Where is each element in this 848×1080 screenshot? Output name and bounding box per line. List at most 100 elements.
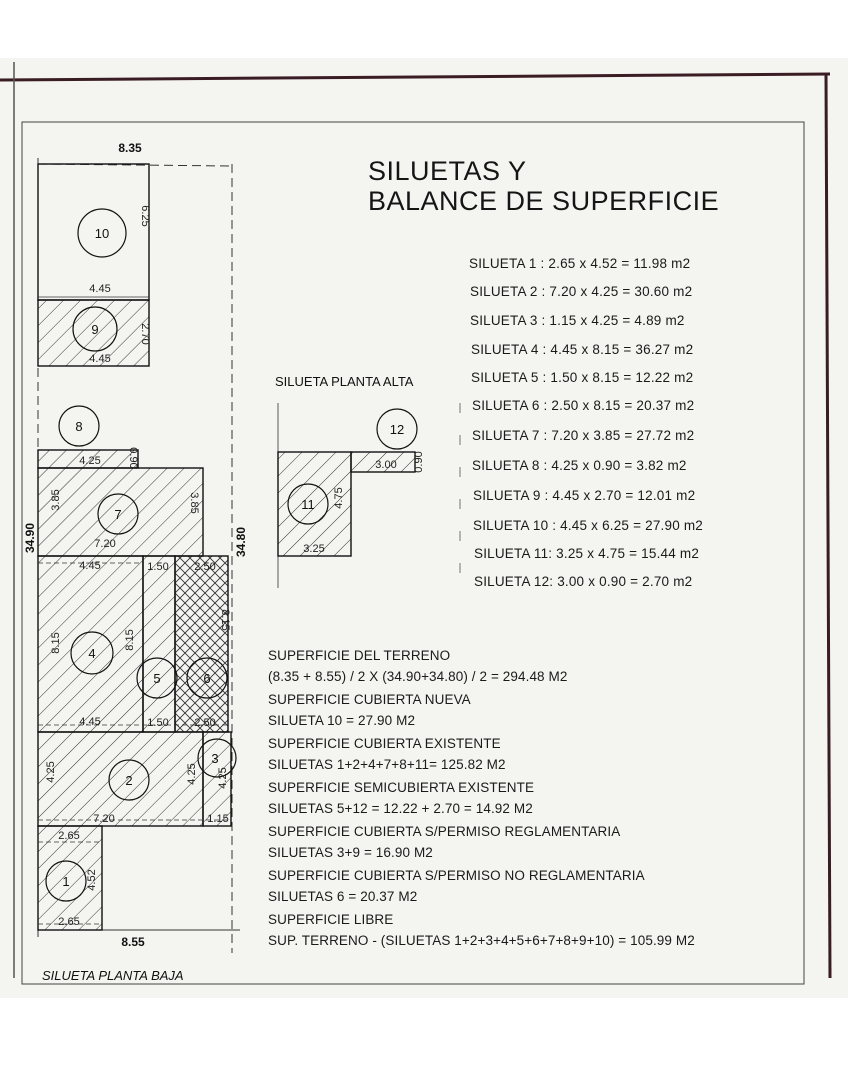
marker-1: 1 — [62, 874, 69, 889]
block-2 — [37, 731, 204, 827]
block-12 — [350, 451, 416, 473]
dim-4-h-l: 8.15 — [50, 632, 62, 653]
sheet-right-border — [824, 73, 832, 979]
summary-value-1: SILUETA 10 = 27.90 M2 — [268, 713, 416, 728]
dim-5-w-bot: 1.50 — [147, 717, 168, 729]
dim-1-w-bot: 2.65 — [58, 916, 79, 928]
lot-dim-top: 8.35 — [118, 141, 142, 155]
sheet-top-border — [0, 72, 831, 82]
lot-dim-left: 34.90 — [23, 523, 37, 553]
silhouette-row-12: SILUETA 12: 3.00 x 0.90 = 2.70 m2 — [474, 574, 693, 589]
dim-6-w-bot: 2.50 — [194, 717, 215, 729]
dim-11-h: 4.75 — [333, 487, 345, 508]
dim-2-w: 7.20 — [93, 813, 114, 825]
marker-5: 5 — [153, 671, 160, 686]
silhouette-row-11: SILUETA 11: 3.25 x 4.75 = 15.44 m2 — [474, 546, 700, 561]
marker-circle-3 — [197, 738, 237, 778]
dim-8-w: 4.25 — [79, 455, 100, 467]
marker-9: 9 — [91, 322, 98, 337]
marker-circle-5 — [136, 657, 178, 699]
marker-4: 4 — [88, 646, 95, 661]
summary-heading-1: SUPERFICIE CUBIERTA NUEVA — [268, 692, 471, 707]
dim-2-r: 4.25 — [186, 763, 198, 784]
marker-circle-10 — [77, 208, 127, 258]
marker-circle-9 — [72, 306, 118, 352]
marker-12: 12 — [390, 422, 404, 437]
dim-11-w: 3.25 — [303, 543, 324, 555]
plan-sheet: 10 9 8 7 4 5 6 2 3 1 11 12 8.35 8.55 34.… — [0, 58, 848, 998]
summary-value-3: SILUETAS 5+12 = 12.22 + 2.70 = 14.92 M2 — [268, 801, 533, 816]
dim-9-w: 4.45 — [89, 353, 110, 365]
marker-circle-12 — [376, 408, 418, 450]
upper-plan-label: SILUETA PLANTA ALTA — [275, 374, 414, 389]
summary-heading-6: SUPERFICIE LIBRE — [268, 912, 394, 927]
summary-value-4: SILUETAS 3+9 = 16.90 M2 — [268, 845, 433, 860]
dim-12-h: 0.90 — [413, 451, 425, 472]
dim-9-h: 2.70 — [139, 323, 151, 344]
dim-8-h: 0.90 — [127, 447, 139, 468]
block-5 — [142, 555, 176, 733]
dim-2-l: 4.25 — [45, 761, 57, 782]
title-line-2: BALANCE DE SUPERFICIE — [368, 186, 720, 216]
marker-11: 11 — [301, 497, 315, 512]
marker-circle-6 — [186, 657, 228, 699]
marker-7: 7 — [114, 507, 121, 522]
lot-dim-right: 34.80 — [234, 527, 248, 557]
dim-1-h: 4.52 — [86, 869, 98, 890]
silhouette-row-6: SILUETA 6 : 2.50 x 8.15 = 20.37 m2 — [472, 398, 695, 413]
dim-10-h: 6.25 — [139, 205, 151, 226]
title-line-1: SILUETAS Y — [368, 156, 527, 186]
dim-6-h: 8.15 — [219, 609, 231, 630]
summary-value-2: SILUETAS 1+2+4+7+8+11= 125.82 M2 — [268, 757, 506, 772]
summary-heading-2: SUPERFICIE CUBIERTA EXISTENTE — [268, 736, 501, 751]
summary-heading-0: SUPERFICIE DEL TERRENO — [268, 648, 451, 663]
dim-7-w: 7.20 — [94, 538, 115, 550]
silhouette-row-7: SILUETA 7 : 7.20 x 3.85 = 27.72 m2 — [472, 428, 695, 443]
silhouette-row-1: SILUETA 1 : 2.65 x 4.52 = 11.98 m2 — [469, 256, 691, 271]
dim-4-w-top: 4.45 — [79, 560, 100, 572]
silhouette-row-5: SILUETA 5 : 1.50 x 8.15 = 12.22 m2 — [471, 370, 694, 385]
silhouette-row-8: SILUETA 8 : 4.25 x 0.90 = 3.82 m2 — [472, 458, 687, 473]
dim-3-h: 4.25 — [217, 767, 229, 788]
dim-5-w-top: 1.50 — [147, 561, 168, 573]
block-9 — [37, 299, 150, 367]
dim-6-w-top: 2.50 — [194, 561, 215, 573]
lower-plan-label: SILUETA PLANTA BAJA — [42, 968, 184, 983]
dim-4-h-r: 8.15 — [124, 629, 136, 650]
block-11 — [277, 451, 352, 557]
marker-circle-4 — [70, 631, 114, 675]
silhouette-row-3: SILUETA 3 : 1.15 x 4.25 = 4.89 m2 — [470, 313, 685, 328]
block-1 — [37, 825, 103, 931]
lot-dim-bottom: 8.55 — [121, 935, 145, 949]
marker-8: 8 — [75, 419, 82, 434]
silhouette-row-2: SILUETA 2 : 7.20 x 4.25 = 30.60 m2 — [470, 284, 693, 299]
block-6 — [174, 555, 229, 733]
marker-6: 6 — [203, 671, 210, 686]
dim-4-w-bot: 4.45 — [79, 716, 100, 728]
dim-10-w: 4.45 — [89, 283, 110, 295]
block-7 — [37, 467, 204, 557]
dim-7-r: 3.85 — [188, 492, 200, 513]
dim-12-w: 3.00 — [375, 459, 396, 471]
marker-circle-1 — [45, 860, 87, 902]
marker-circle-2 — [108, 759, 150, 801]
summary-heading-5: SUPERFICIE CUBIERTA S/PERMISO NO REGLAME… — [268, 868, 645, 883]
summary-value-6: SUP. TERRENO - (SILUETAS 1+2+3+4+5+6+7+8… — [268, 933, 695, 948]
silhouette-row-9: SILUETA 9 : 4.45 x 2.70 = 12.01 m2 — [473, 488, 696, 503]
marker-circle-11 — [287, 483, 329, 525]
marker-2: 2 — [125, 773, 132, 788]
block-4 — [37, 555, 144, 733]
block-3 — [202, 731, 232, 827]
marker-3: 3 — [211, 751, 218, 766]
summary-heading-3: SUPERFICIE SEMICUBIERTA EXISTENTE — [268, 780, 535, 795]
marker-circle-8 — [58, 405, 100, 447]
silhouette-row-4: SILUETA 4 : 4.45 x 8.15 = 36.27 m2 — [471, 342, 694, 357]
silhouette-row-10: SILUETA 10 : 4.45 x 6.25 = 27.90 m2 — [473, 518, 704, 533]
dim-1-w-top: 2.65 — [58, 830, 79, 842]
dim-3-w: 1.15 — [207, 813, 228, 825]
summary-value-0: (8.35 + 8.55) / 2 X (34.90+34.80) / 2 = … — [268, 669, 568, 684]
marker-circle-7 — [97, 493, 139, 535]
marker-10: 10 — [95, 226, 109, 241]
dim-7-l: 3.85 — [50, 489, 62, 510]
plan-drawing: 10 9 8 7 4 5 6 2 3 1 11 12 8.35 8.55 34.… — [0, 62, 832, 985]
